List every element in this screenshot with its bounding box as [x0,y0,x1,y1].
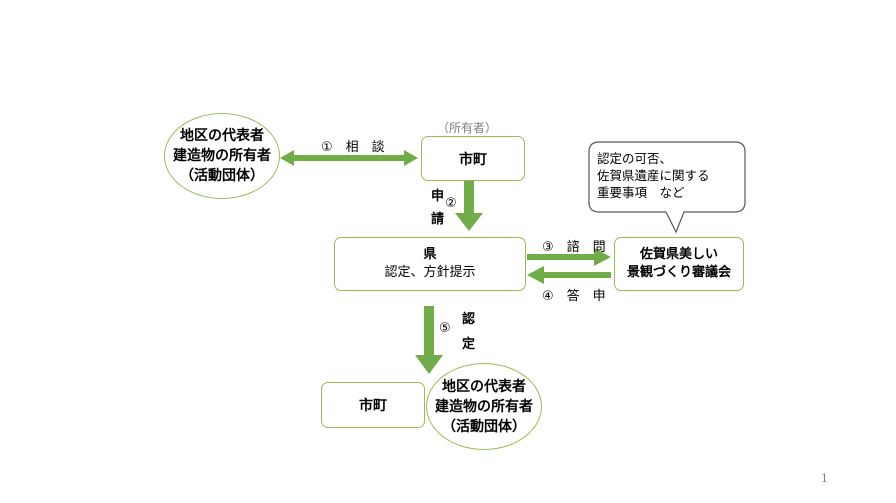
certify-down-arrow [415,306,443,374]
consult-double-arrow [280,150,418,166]
owner-bottom-line-1: 地区の代表者 [442,378,526,395]
owner-line-1: 地区の代表者 [180,128,264,144]
callout-line-2: 佐賀県遺産に関する [597,168,710,183]
owner-bottom-line-3: （活動団体） [442,418,526,435]
council-line-2: 景観づくり審議会 [626,265,731,280]
council-box: 佐賀県美しい 景観づくり審議会 [614,237,744,291]
consult-label: ① 相 談 [321,140,385,155]
owner-line-3: （活動団体） [180,168,264,184]
owner-line-2: 建造物の所有者 [173,148,271,164]
apply-char-2: 請 [431,212,445,227]
report-label: ④ 答 申 [542,289,606,304]
city-owner-caption: （所有者） [437,121,498,135]
city-box-bottom-label: 市町 [359,398,387,414]
apply-char-1: 申 [431,189,445,204]
owner-ellipse-left: 地区の代表者 建造物の所有者 （活動団体） [164,113,280,199]
page-number: 1 [821,472,828,485]
city-box-top: 市町 [421,136,525,181]
report-left-arrow [527,266,611,284]
owner-ellipse-bottom: 地区の代表者 建造物の所有者 （活動団体） [426,363,542,450]
inquiry-right-arrow [527,248,611,266]
prefecture-subtitle: 認定、方針提示 [384,265,476,280]
owner-bottom-line-2: 建造物の所有者 [435,398,533,415]
callout-line-3: 重要事項 など [597,185,685,200]
certify-char-1: 認 [462,312,476,327]
prefecture-box: 県 認定、方針提示 [334,237,526,291]
callout-line-1: 認定の可否、 [597,151,673,166]
inquiry-label: ③ 諮 問 [542,240,606,255]
callout-text: 認定の可否、 佐賀県遺産に関する 重要事項 など [597,150,710,201]
city-box-bottom: 市町 [321,382,425,428]
council-line-1: 佐賀県美しい [639,247,718,262]
certify-number: ⑤ [439,321,451,336]
apply-number: ② [445,196,457,211]
certify-char-2: 定 [462,337,476,352]
prefecture-title: 県 [423,247,437,262]
city-box-top-label: 市町 [459,151,487,168]
callout-bubble [588,141,746,234]
apply-down-arrow [455,180,483,231]
